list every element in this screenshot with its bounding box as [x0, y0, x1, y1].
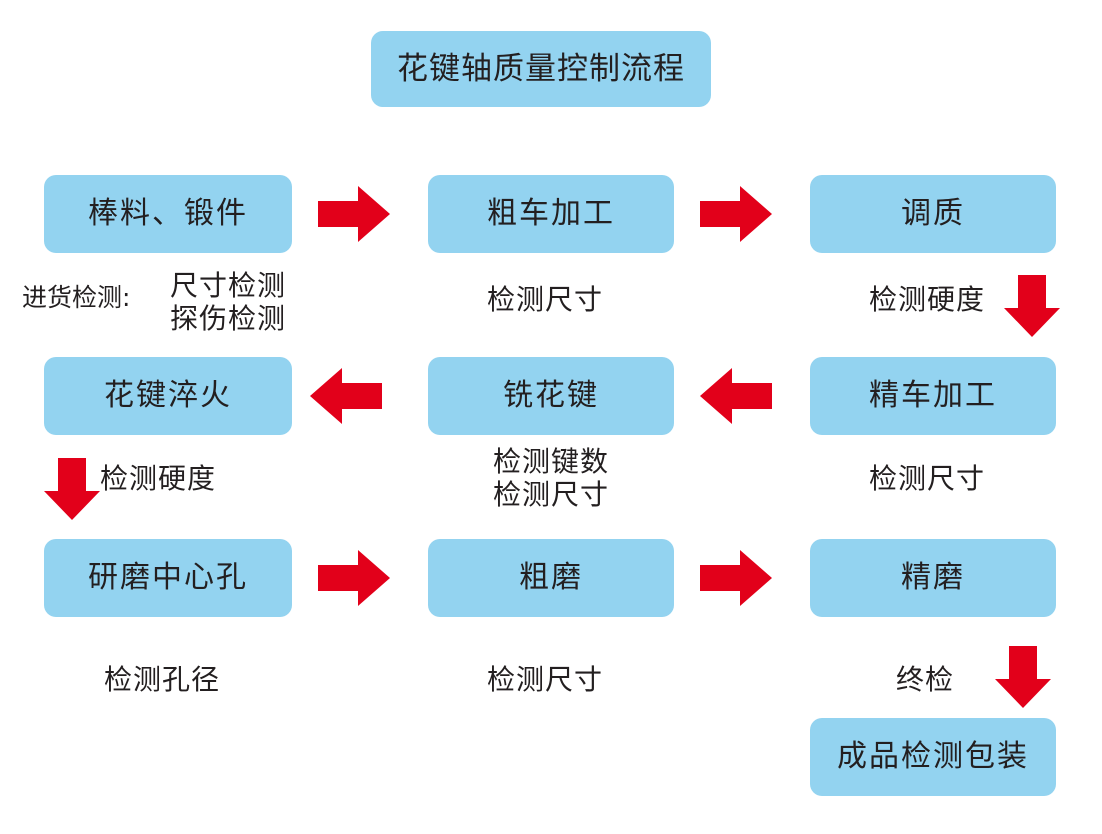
process-node-bar-forging[interactable]: 棒料、锻件 [44, 175, 292, 253]
process-node-label: 成品检测包装 [837, 739, 1029, 774]
caption-line: 检测尺寸 [492, 478, 609, 511]
caption-check-hardness-2: 检测硬度 [100, 462, 217, 495]
caption-check-hole-diameter: 检测孔径 [104, 663, 221, 696]
caption-line: 尺寸检测 [170, 269, 287, 302]
process-node-label: 精磨 [901, 560, 965, 595]
down-arrow-icon [44, 458, 100, 520]
process-node-label: 花键淬火 [104, 378, 232, 413]
process-node-label: 粗车加工 [487, 196, 615, 231]
caption-check-dimension-3: 检测尺寸 [487, 663, 604, 696]
caption-line: 检测键数 [492, 445, 609, 478]
process-node-grind-center-hole[interactable]: 研磨中心孔 [44, 539, 292, 617]
process-node-mill-spline[interactable]: 铣花键 [428, 357, 674, 435]
caption-final-inspection: 终检 [896, 663, 955, 696]
down-arrow-icon [1004, 275, 1060, 337]
caption-line: 探伤检测 [170, 302, 287, 335]
process-node-finish-turning[interactable]: 精车加工 [810, 357, 1056, 435]
process-node-rough-grinding[interactable]: 粗磨 [428, 539, 674, 617]
caption-incoming-inspection-items: 尺寸检测 探伤检测 [170, 269, 286, 335]
caption-mill-spline-checks: 检测键数 检测尺寸 [428, 445, 674, 511]
left-arrow-icon [310, 368, 382, 424]
right-arrow-icon [700, 186, 772, 242]
process-node-label: 调质 [901, 196, 965, 231]
caption-incoming-inspection-label: 进货检测: [22, 283, 131, 312]
process-node-label: 棒料、锻件 [88, 196, 248, 231]
caption-check-dimension-2: 检测尺寸 [869, 462, 986, 495]
process-node-spline-quench[interactable]: 花键淬火 [44, 357, 292, 435]
right-arrow-icon [700, 550, 772, 606]
process-node-label: 研磨中心孔 [88, 560, 248, 595]
process-node-quench-temper[interactable]: 调质 [810, 175, 1056, 253]
right-arrow-icon [318, 550, 390, 606]
process-node-final-packaging[interactable]: 成品检测包装 [810, 718, 1056, 796]
caption-check-dimension-1: 检测尺寸 [487, 283, 604, 316]
left-arrow-icon [700, 368, 772, 424]
process-node-label: 铣花键 [503, 378, 599, 413]
diagram-title-box: 花键轴质量控制流程 [371, 31, 711, 107]
diagram-title: 花键轴质量控制流程 [397, 50, 685, 87]
process-node-label: 精车加工 [869, 378, 997, 413]
process-node-rough-turning[interactable]: 粗车加工 [428, 175, 674, 253]
process-node-label: 粗磨 [519, 560, 583, 595]
right-arrow-icon [318, 186, 390, 242]
caption-check-hardness-1: 检测硬度 [869, 283, 986, 316]
process-node-fine-grinding[interactable]: 精磨 [810, 539, 1056, 617]
down-arrow-icon [995, 646, 1051, 708]
